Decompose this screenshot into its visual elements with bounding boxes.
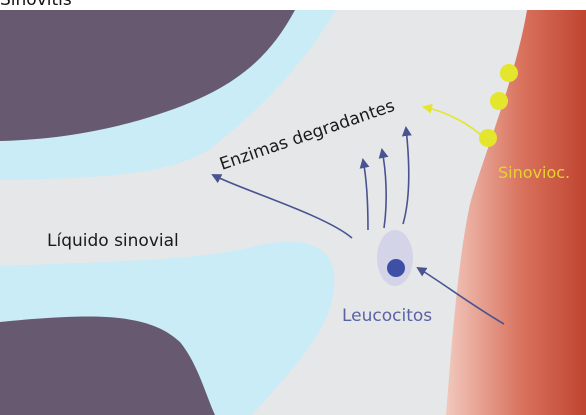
label-liquid: Líquido sinovial [47,231,179,251]
synoviocyte-dot-icon-3 [479,129,497,147]
label-leukocytes: Leucocitos [342,306,432,326]
leukocyte-nucleus [387,259,405,277]
synoviocyte-dot-icon-1 [500,64,518,82]
leukocyte-cell-icon [377,230,413,286]
synoviocyte-dot-icon-2 [490,92,508,110]
label-synoviocytes: Sinovioc. [498,163,570,182]
